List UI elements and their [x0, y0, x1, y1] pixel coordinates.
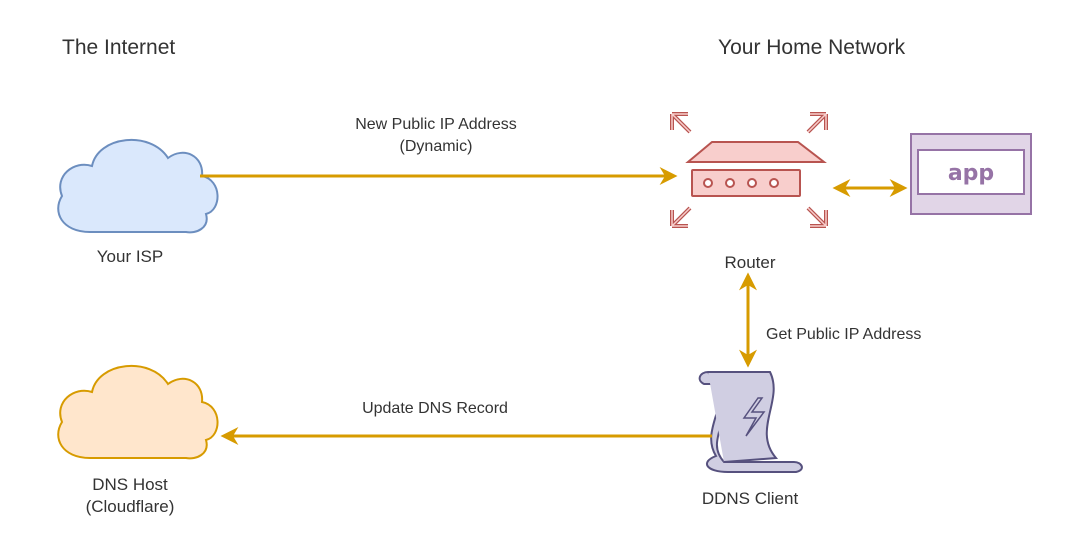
router-icon [670, 112, 828, 228]
dns-host-label: DNS Host (Cloudflare) [70, 474, 190, 518]
home-network-header: Your Home Network [718, 36, 906, 59]
isp-cloud-icon [57, 138, 219, 234]
app-label: app [948, 161, 994, 186]
dns-host-label-line1: DNS Host [92, 475, 168, 494]
dns-host-cloud-icon [57, 364, 219, 460]
isp-to-router-label: New Public IP Address (Dynamic) [316, 114, 556, 158]
isp-to-router-label-line1: New Public IP Address [355, 116, 517, 133]
router-ddns-label: Get Public IP Address [766, 326, 922, 343]
app-window-icon: app [910, 133, 1032, 215]
ddns-to-dns-label: Update DNS Record [362, 400, 508, 417]
script-scroll-icon [698, 370, 803, 473]
isp-to-router-label-line2: (Dynamic) [399, 138, 473, 155]
internet-header: The Internet [62, 36, 176, 59]
isp-label: Your ISP [96, 247, 164, 266]
dns-host-label-line2: (Cloudflare) [85, 497, 175, 516]
ddns-client-label: DDNS Client [701, 489, 799, 508]
router-label: Router [724, 253, 776, 272]
